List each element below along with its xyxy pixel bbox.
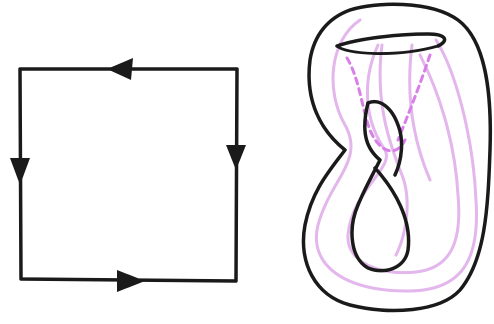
bottle-mouth-back bbox=[335, 44, 440, 55]
band-neck-right bbox=[408, 43, 432, 182]
band-outer-line bbox=[315, 18, 479, 293]
dashed-left bbox=[345, 56, 407, 153]
bottle-inner-hole bbox=[350, 101, 411, 273]
top-edge-arrow bbox=[107, 58, 133, 80]
klein-bottle bbox=[301, 2, 493, 313]
identification-square bbox=[10, 58, 246, 292]
left-edge-arrow bbox=[10, 158, 30, 185]
bottle-mouth-rim bbox=[335, 32, 447, 48]
bottle-neck-upper bbox=[366, 100, 404, 177]
pink-band bbox=[315, 18, 479, 293]
bottle-outer-contour bbox=[301, 2, 493, 313]
right-edge-arrow bbox=[226, 145, 246, 170]
bottom-edge-arrow bbox=[117, 270, 145, 292]
bottle-outline bbox=[301, 2, 493, 313]
band-neck-left bbox=[378, 43, 409, 257]
band-inner-line bbox=[346, 43, 461, 275]
square-outline bbox=[18, 67, 239, 283]
